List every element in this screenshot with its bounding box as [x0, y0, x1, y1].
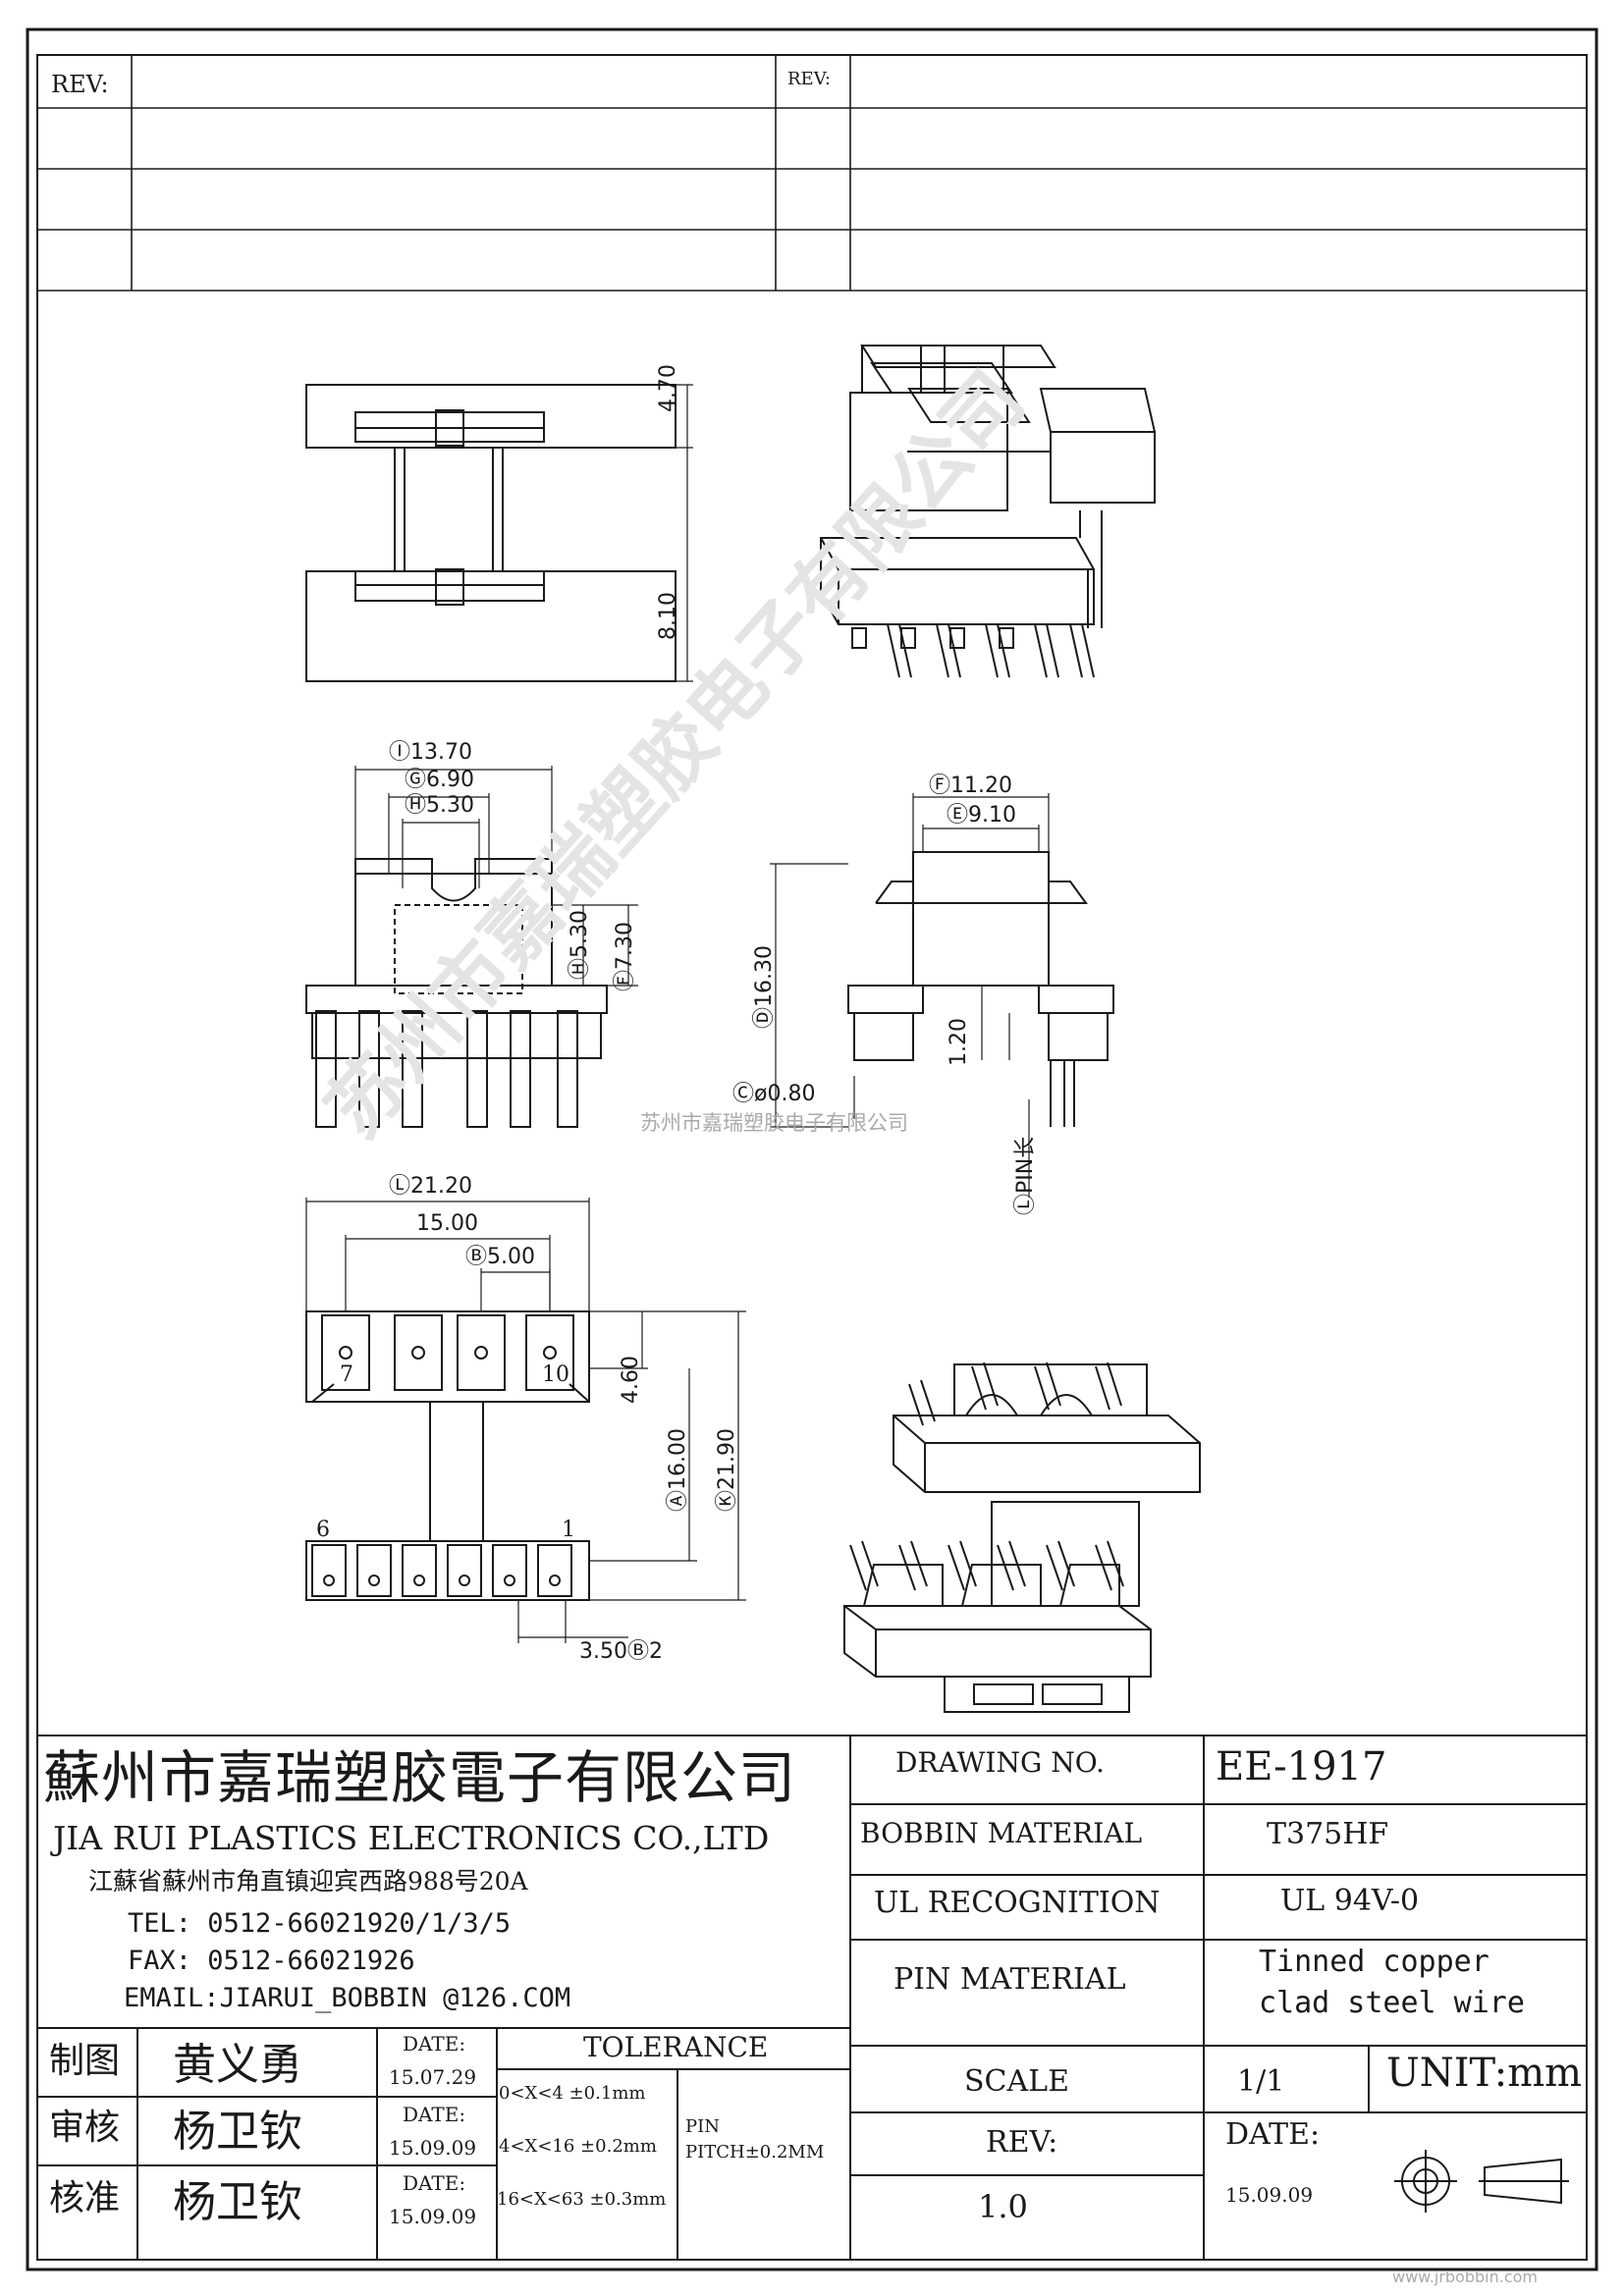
dim-bottom-3-50: 3.50Ⓑ2: [579, 1639, 663, 1664]
scale-value: 1/1: [1237, 2064, 1285, 2099]
pin-material-value-2: clad steel wire: [1259, 1986, 1525, 2020]
signoff-date-label-approver: DATE:: [403, 2171, 466, 2195]
pin-number-10: 10: [542, 1362, 569, 1387]
dim-side-11-20: Ⓕ11.20: [929, 774, 1012, 798]
rev-label-right: REV:: [787, 69, 831, 89]
company-address: 江蘇省蘇州市角直镇迎宾西路988号20A: [88, 1867, 528, 1896]
bottom-view-drawing: [305, 1198, 746, 1643]
side-view-drawing: [770, 793, 1114, 1198]
signoff-role-drafter: 制图: [49, 2041, 121, 2081]
tolerance-title: TOLERANCE: [583, 2031, 769, 2063]
dim-bottom-5-00: Ⓑ5.00: [465, 1245, 535, 1269]
company-tel: TEL: 0512-66021920/1/3/5: [128, 1908, 512, 1939]
bobbin-material-label: BOBBIN MATERIAL: [860, 1817, 1143, 1849]
signoff-date-label-drafter: DATE:: [403, 2032, 466, 2056]
dim-side-pin-length: ⓁPIN长: [1013, 1136, 1038, 1215]
rev-label-left: REV:: [51, 71, 109, 98]
dim-side-0-80: Ⓒø0.80: [732, 1082, 816, 1106]
pin-material-value-1: Tinned copper: [1259, 1945, 1489, 1979]
projection-symbol-icon: [1394, 2150, 1569, 2213]
dim-top-4-70: 4.70: [656, 364, 680, 412]
drawing-no-value: EE-1917: [1216, 1744, 1387, 1789]
company-email: EMAIL:JIARUI_BOBBIN @126.COM: [124, 1983, 571, 2013]
ul-recognition-value: UL 94V-0: [1280, 1884, 1420, 1918]
pin-material-label: PIN MATERIAL: [893, 1962, 1126, 1997]
dim-side-16-30: Ⓓ16.30: [752, 945, 777, 1029]
company-name-en: JIA RUI PLASTICS ELECTRONICS CO.,LTD: [53, 1819, 770, 1857]
signoff-role-checker: 审核: [49, 2108, 121, 2148]
pin-pitch-line-1: PIN: [685, 2116, 720, 2137]
company-name-cn: 蘇州市嘉瑞塑胶電子有限公司: [43, 1744, 797, 1811]
signoff-name-drafter: 黄义勇: [173, 2040, 302, 2090]
signoff-role-approver: 核准: [49, 2178, 121, 2218]
dim-front-13-70: Ⓘ13.70: [389, 740, 472, 765]
dim-front-5-30: Ⓗ5.30: [405, 793, 474, 818]
drawing-no-label: DRAWING NO.: [895, 1746, 1105, 1779]
iso-view-bottom-drawing: [843, 1362, 1201, 1713]
tolerance-row-1: 0<X<4 ±0.1mm: [499, 2083, 646, 2104]
dim-bottom-21-90: Ⓚ21.90: [715, 1428, 739, 1512]
tolerance-row-3: 16<X<63 ±0.3mm: [497, 2189, 667, 2210]
dim-front-7-30: Ⓕ7.30: [613, 922, 637, 991]
pin-number-7: 7: [340, 1362, 353, 1387]
company-fax: FAX: 0512-66021926: [128, 1946, 415, 1976]
unit-label: UNIT:mm: [1386, 2051, 1583, 2096]
tolerance-row-2: 4<X<16 ±0.2mm: [499, 2136, 657, 2157]
ul-recognition-label: UL RECOGNITION: [874, 1886, 1161, 1920]
title-block-lines: [37, 1735, 1587, 2260]
dim-bottom-15-00: 15.00: [416, 1211, 478, 1236]
rev-value: 1.0: [978, 2188, 1028, 2225]
watermark-center: 苏州市嘉瑞塑胶电子有限公司: [640, 1111, 908, 1135]
rev-label: REV:: [986, 2125, 1058, 2160]
dim-side-9-10: Ⓔ9.10: [947, 803, 1016, 828]
top-view-drawing: [305, 384, 693, 682]
signoff-date-checker: 15.09.09: [389, 2136, 477, 2160]
signoff-date-drafter: 15.07.29: [389, 2065, 477, 2089]
revision-table: [37, 55, 1587, 292]
dim-front-5-30-vert: Ⓗ5.30: [568, 910, 592, 980]
bobbin-material-value: T375HF: [1267, 1817, 1389, 1851]
dim-front-6-90: Ⓖ6.90: [405, 768, 474, 792]
dim-bottom-16-00: Ⓐ16.00: [666, 1428, 690, 1512]
signoff-name-approver: 杨卫钦: [173, 2177, 302, 2227]
dim-bottom-4-60: 4.60: [619, 1356, 643, 1404]
date-value: 15.09.09: [1225, 2183, 1314, 2207]
scale-label: SCALE: [964, 2064, 1069, 2099]
front-view-drawing: [305, 766, 638, 1128]
dim-top-8-10: 8.10: [656, 592, 680, 640]
footer-url: www.jrbobbin.com: [1392, 2268, 1538, 2286]
pin-number-6: 6: [316, 1518, 330, 1542]
signoff-name-checker: 杨卫钦: [173, 2107, 302, 2157]
signoff-date-approver: 15.09.09: [389, 2205, 477, 2228]
pin-number-1: 1: [562, 1518, 575, 1542]
date-label: DATE:: [1225, 2117, 1321, 2152]
iso-view-top-drawing: [820, 345, 1157, 678]
signoff-date-label-checker: DATE:: [403, 2103, 466, 2126]
dim-side-1-20: 1.20: [947, 1018, 971, 1066]
pin-pitch-line-2: PITCH±0.2MM: [685, 2142, 825, 2163]
dim-bottom-21-20: Ⓛ21.20: [389, 1174, 472, 1199]
